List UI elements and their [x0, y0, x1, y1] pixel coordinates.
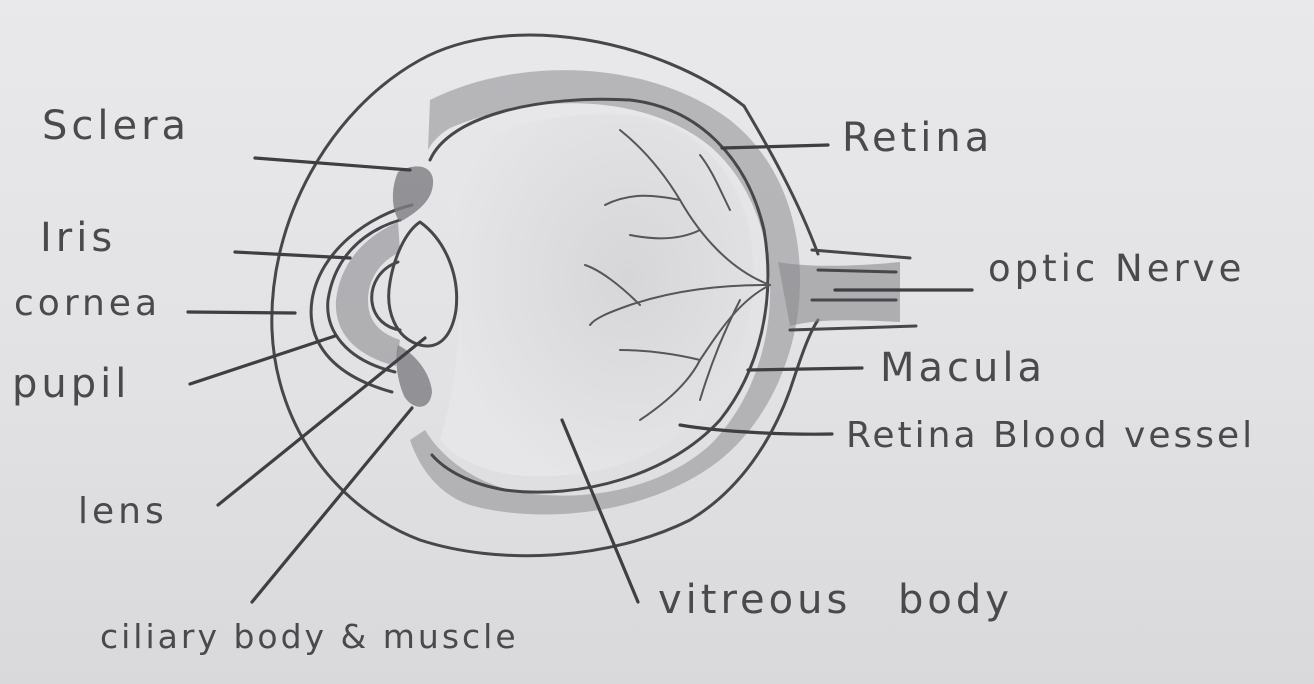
label-ciliary-body-muscle: ciliary body & muscle — [100, 620, 519, 653]
optic-nerve-line-1 — [812, 250, 910, 258]
optic-nerve-line-4 — [790, 326, 916, 330]
ciliary-body — [393, 166, 433, 222]
label-vitreous-body: vitreous body — [658, 580, 1013, 620]
optic-nerve-line-2 — [818, 270, 896, 272]
label-iris: Iris — [40, 218, 116, 258]
vitreous-body — [440, 114, 753, 476]
label-lens: lens — [78, 494, 168, 530]
label-sclera: Sclera — [42, 106, 190, 146]
ciliary-body-lower — [396, 345, 432, 407]
iris-shading — [336, 222, 400, 366]
label-cornea: cornea — [14, 286, 161, 322]
label-retina-blood-vessel: Retina Blood vessel — [846, 418, 1255, 454]
label-pupil: pupil — [12, 364, 130, 404]
label-retina: Retina — [842, 118, 993, 158]
label-optic-nerve: optic Nerve — [988, 250, 1245, 287]
label-macula: Macula — [880, 348, 1046, 388]
